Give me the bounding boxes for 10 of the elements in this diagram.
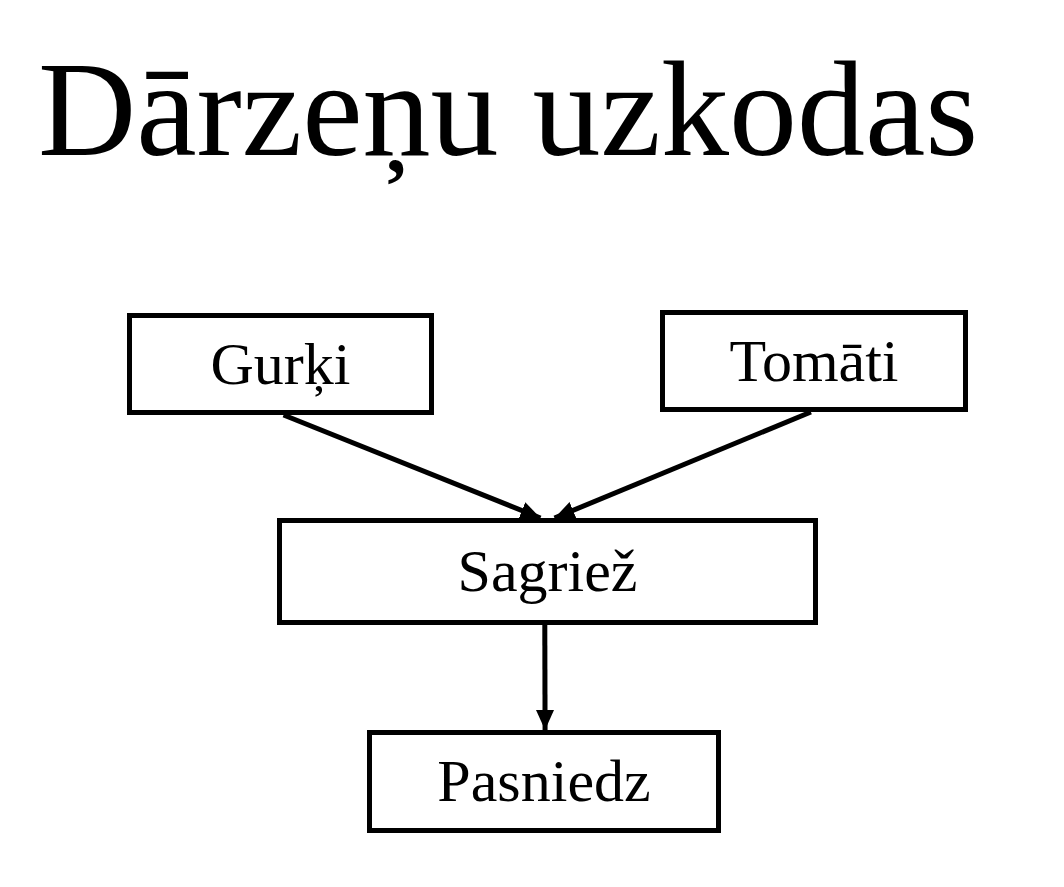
process-box — [277, 518, 818, 625]
step-label: Tomāti — [729, 326, 899, 396]
process-box — [660, 310, 968, 412]
title: Dārzeņu uzkodas — [38, 33, 979, 186]
step-label: Gurķi — [210, 329, 351, 399]
step-label: Pasniedz — [437, 747, 651, 816]
step-label: Sagriež — [457, 537, 638, 606]
process-box — [367, 730, 721, 833]
arrow — [536, 625, 554, 730]
process-box — [127, 313, 434, 415]
